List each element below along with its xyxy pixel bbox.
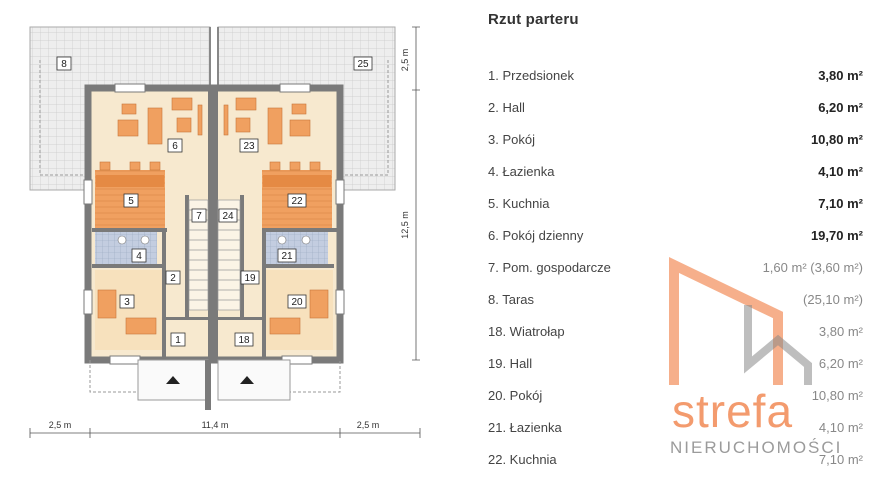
room-area: 10,80 m² xyxy=(810,132,863,147)
room-area: 7,10 m² xyxy=(818,452,863,467)
svg-text:7: 7 xyxy=(196,211,202,222)
room-row: 19. Hall 6,20 m² xyxy=(488,356,863,376)
room-name: 4. Łazienka xyxy=(488,164,555,179)
svg-text:1: 1 xyxy=(175,335,181,346)
room-area: 19,70 m² xyxy=(810,228,863,243)
dim-bottom-left: 2,5 m xyxy=(49,420,72,430)
room-row: 1. Przedsionek 3,80 m² xyxy=(488,68,863,88)
svg-text:18: 18 xyxy=(238,335,250,346)
svg-text:21: 21 xyxy=(281,251,293,262)
label-7: 7 xyxy=(191,208,207,223)
room-name: 7. Pom. gospodarcze xyxy=(488,260,611,275)
svg-text:6: 6 xyxy=(172,141,178,152)
label-8: 8 xyxy=(56,56,72,71)
label-1: 1 xyxy=(170,332,186,347)
dim-bottom-right: 2,5 m xyxy=(357,420,380,430)
label-3: 3 xyxy=(119,294,135,309)
svg-text:4: 4 xyxy=(136,251,142,262)
label-21: 21 xyxy=(277,248,297,263)
floor-plan: 8 25 6 23 5 22 7 24 4 21 2 19 3 20 1 18 … xyxy=(0,0,450,480)
dim-top-right: 2,5 m xyxy=(400,49,410,72)
room-area: 4,10 m² xyxy=(818,420,863,435)
bathroom-right xyxy=(266,230,328,266)
label-23: 23 xyxy=(239,138,259,153)
room-area: 6,20 m² xyxy=(818,100,863,115)
watermark-sub: NIERUCHOMOŚCI xyxy=(670,438,843,457)
room-row: 6. Pokój dzienny 19,70 m² xyxy=(488,228,863,248)
label-22: 22 xyxy=(287,193,307,208)
room-name: 6. Pokój dzienny xyxy=(488,228,584,243)
svg-text:3: 3 xyxy=(124,297,130,308)
room-list-panel: Rzut parteru 1. Przedsionek 3,80 m² 2. Hal… xyxy=(470,0,894,480)
room-name: 3. Pokój xyxy=(488,132,535,147)
room-name: 1. Przedsionek xyxy=(488,68,574,83)
svg-text:19: 19 xyxy=(244,273,256,284)
room-row: 20. Pokój 10,80 m² xyxy=(488,388,863,408)
room-row: 3. Pokój 10,80 m² xyxy=(488,132,863,152)
room-name: 20. Pokój xyxy=(488,388,543,403)
room-area: 3,80 m² xyxy=(818,324,863,339)
label-2: 2 xyxy=(165,270,181,285)
room-row: 8. Taras (25,10 m²) xyxy=(488,292,863,312)
room-name: 2. Hall xyxy=(488,100,525,115)
room-area: 4,10 m² xyxy=(818,164,863,179)
room-row: 5. Kuchnia 7,10 m² xyxy=(488,196,863,216)
label-25: 25 xyxy=(353,56,373,71)
dim-right-height: 12,5 m xyxy=(400,211,410,239)
room-name: 8. Taras xyxy=(488,292,535,307)
label-6: 6 xyxy=(167,138,183,153)
dim-bottom-mid: 11,4 m xyxy=(202,420,229,430)
room-name: 21. Łazienka xyxy=(488,420,562,435)
room-name: 5. Kuchnia xyxy=(488,196,550,211)
room-row: 21. Łazienka 4,10 m² xyxy=(488,420,863,440)
room-name: 18. Wiatrołap xyxy=(488,324,565,339)
bathroom-left xyxy=(95,230,157,266)
svg-text:2: 2 xyxy=(170,273,176,284)
page-title: Rzut parteru xyxy=(488,11,579,28)
room-row: 2. Hall 6,20 m² xyxy=(488,100,863,120)
svg-text:25: 25 xyxy=(357,59,369,70)
room-area: 7,10 m² xyxy=(818,196,863,211)
room-area: 3,80 m² xyxy=(818,68,863,83)
svg-text:20: 20 xyxy=(291,297,303,308)
room-name: 22. Kuchnia xyxy=(488,452,557,467)
label-20: 20 xyxy=(287,294,307,309)
floor-plan-drawing: 8 25 6 23 5 22 7 24 4 21 2 19 3 20 1 18 … xyxy=(29,26,421,438)
room-area: 6,20 m² xyxy=(818,356,863,371)
svg-text:8: 8 xyxy=(61,59,67,70)
room-area: 10,80 m² xyxy=(811,388,863,403)
room-area: (25,10 m²) xyxy=(803,292,863,307)
room-row: 22. Kuchnia 7,10 m² xyxy=(488,452,863,472)
svg-text:24: 24 xyxy=(222,211,234,222)
label-18: 18 xyxy=(234,332,254,347)
room-area: 1,60 m² (3,60 m²) xyxy=(762,260,863,275)
svg-text:23: 23 xyxy=(243,141,255,152)
label-19: 19 xyxy=(240,270,260,285)
label-4: 4 xyxy=(131,248,147,263)
watermark-brand: strefa xyxy=(672,385,794,437)
room-row: 18. Wiatrołap 3,80 m² xyxy=(488,324,863,344)
room-row: 4. Łazienka 4,10 m² xyxy=(488,164,863,184)
label-24: 24 xyxy=(218,208,238,223)
room-row: 7. Pom. gospodarcze 1,60 m² (3,60 m²) xyxy=(488,260,863,280)
svg-text:22: 22 xyxy=(291,196,303,207)
room-name: 19. Hall xyxy=(488,356,533,371)
label-5: 5 xyxy=(123,193,139,208)
svg-text:5: 5 xyxy=(128,196,134,207)
